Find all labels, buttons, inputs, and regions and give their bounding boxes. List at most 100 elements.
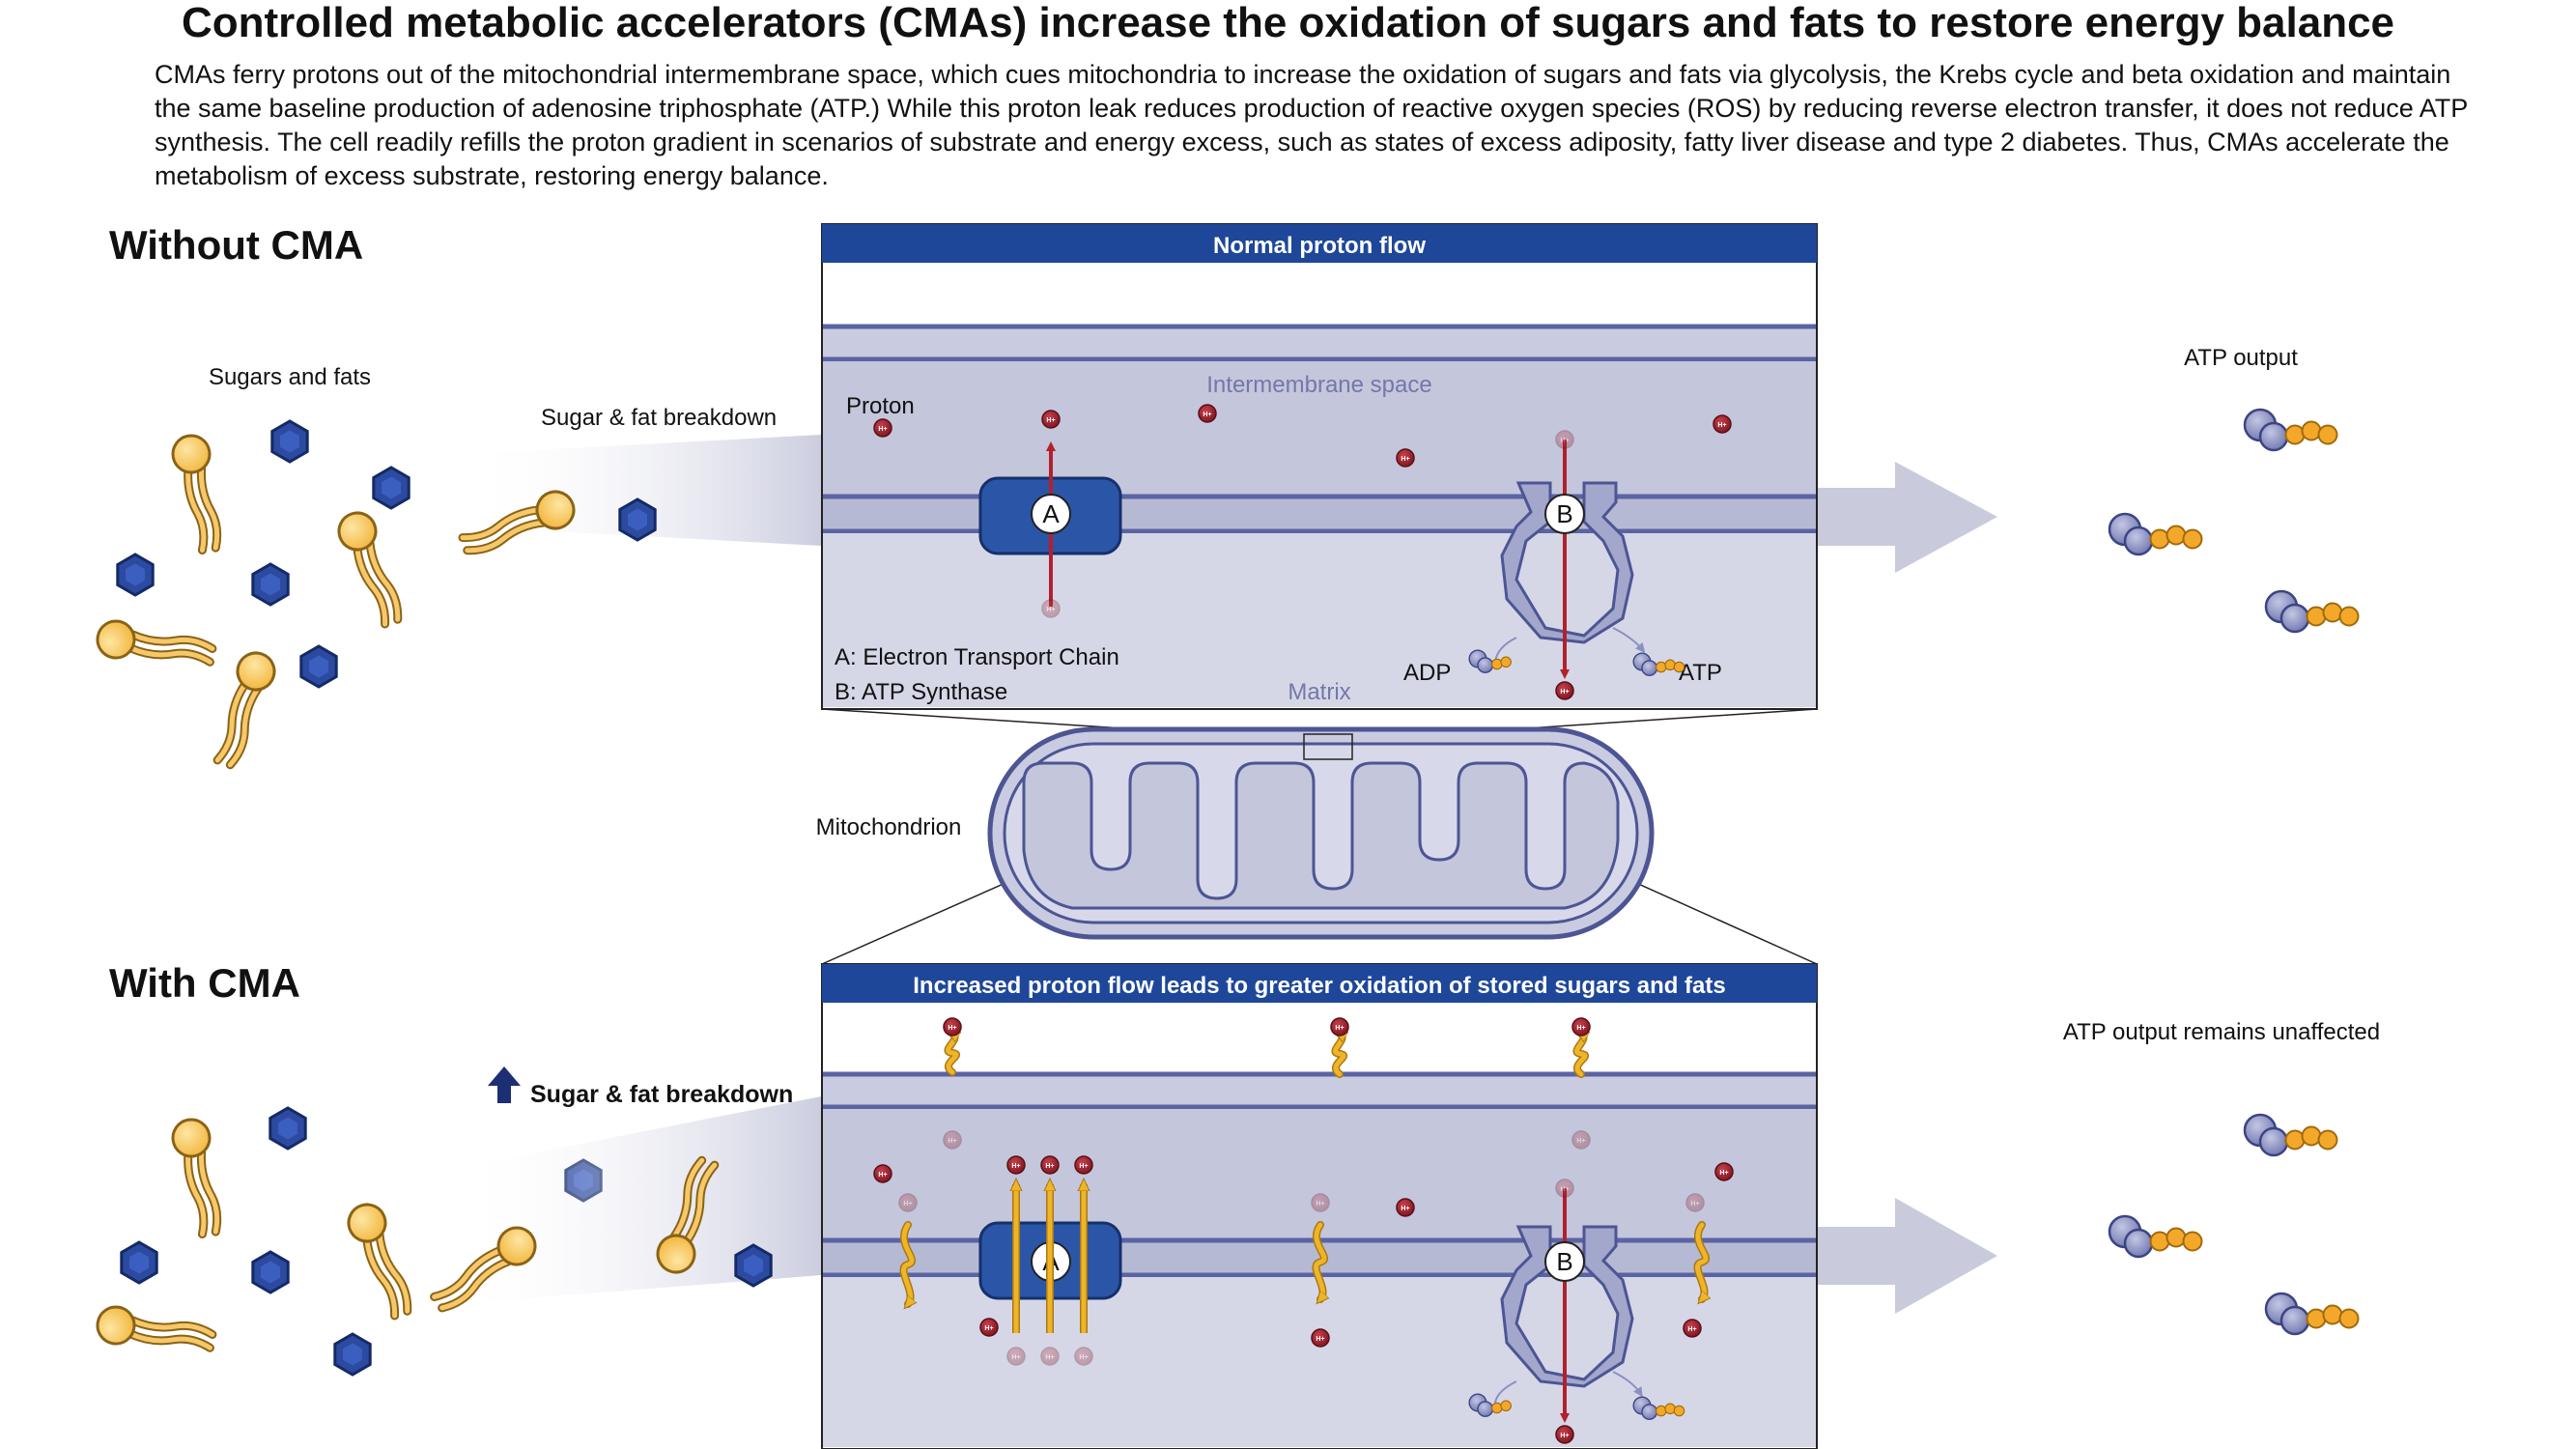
- fat-molecule-icon: [96, 619, 217, 667]
- cma-proton-carrier-icon: [1331, 1030, 1344, 1078]
- atp-molecule-icon: [2243, 1113, 2338, 1157]
- atp-molecule-icon: [2108, 512, 2203, 556]
- fat-molecule-icon: [656, 1155, 720, 1274]
- proton-icon: H+: [1713, 414, 1732, 434]
- atp-output-label: ATP output: [2184, 345, 2298, 371]
- proton-icon: H+: [1040, 1155, 1060, 1175]
- proton-icon: H+: [1041, 410, 1061, 429]
- proton-icon: H+: [1714, 1162, 1734, 1181]
- svg-text:H+: H+: [1560, 1186, 1569, 1193]
- fat-molecule-icon: [458, 490, 576, 555]
- proton-icon: H+: [898, 1193, 918, 1212]
- svg-text:H+: H+: [1560, 689, 1569, 696]
- proton-icon: H+: [1396, 448, 1415, 468]
- svg-text:H+: H+: [984, 1325, 993, 1332]
- proton-icon: H+: [1041, 599, 1061, 618]
- proton-icon: H+: [1006, 1347, 1026, 1366]
- page-title: Controlled metabolic accelerators (CMAs)…: [181, 0, 2395, 46]
- svg-text:H+: H+: [878, 1172, 887, 1179]
- cma-proton-carrier-icon: [1312, 1221, 1324, 1299]
- adp-label: ADP: [1403, 660, 1451, 686]
- fat-molecule-icon: [96, 1305, 217, 1352]
- svg-text:H+: H+: [1079, 1354, 1088, 1361]
- beam-items-bottom: [430, 1155, 773, 1313]
- proton-icon: H+: [1074, 1347, 1093, 1366]
- svg-text:H+: H+: [1576, 1138, 1585, 1145]
- svg-text:H+: H+: [1687, 1326, 1696, 1333]
- fat-molecule-icon: [430, 1226, 537, 1313]
- legend-etc: A: Electron Transport Chain: [835, 644, 1119, 670]
- svg-text:H+: H+: [1079, 1163, 1088, 1170]
- marker-a-top: A: [1042, 499, 1060, 528]
- svg-text:H+: H+: [1045, 1354, 1054, 1361]
- output-arrow-bottom: [1818, 1198, 1997, 1314]
- proton-icon: H+: [1006, 1155, 1026, 1175]
- svg-text:H+: H+: [1011, 1354, 1020, 1361]
- cma-proton-carrier-icon: [1693, 1221, 1706, 1299]
- proton-icon: H+: [1683, 1319, 1702, 1338]
- atp-molecule-icon: [1468, 1393, 1512, 1417]
- proton-icon: H+: [873, 418, 892, 438]
- panel-header-increased: Increased proton flow leads to greater o…: [913, 973, 1726, 999]
- atp-molecule-icon: [2264, 589, 2360, 634]
- atp-molecule-icon: [1468, 649, 1512, 673]
- matrix-label: Matrix: [1288, 679, 1350, 705]
- sugar-molecule-icon: [734, 1243, 773, 1288]
- svg-text:H+: H+: [1046, 607, 1055, 613]
- intro-paragraph: CMAs ferry protons out of the mitochondr…: [155, 60, 2468, 190]
- proton-icon: H+: [873, 1164, 892, 1183]
- atp-molecule-icon: [1632, 652, 1685, 676]
- section-label-with-cma: With CMA: [109, 960, 300, 1006]
- svg-text:H+: H+: [1717, 422, 1726, 429]
- protons-top: H+ H+ H+ H+ H+ H+ H+ H+: [873, 404, 1732, 700]
- fat-molecule-icon: [212, 651, 276, 770]
- sugars-fats-label: Sugars and fats: [209, 364, 371, 390]
- fat-molecule-icon: [171, 434, 222, 555]
- svg-text:H+: H+: [948, 1138, 956, 1145]
- intermembrane-label: Intermembrane space: [1206, 372, 1431, 398]
- proton-icon: H+: [1555, 681, 1574, 700]
- svg-text:H+: H+: [1690, 1201, 1699, 1208]
- breakdown-label-top: Sugar & fat breakdown: [541, 405, 777, 431]
- proton-icon: H+: [1555, 1425, 1574, 1444]
- mitochondrion: [987, 726, 1655, 940]
- svg-text:H+: H+: [1560, 438, 1569, 444]
- sugar-molecule-icon: [299, 644, 338, 689]
- proton-icon: H+: [1074, 1155, 1093, 1175]
- output-arrow-top: [1818, 462, 1997, 573]
- proton-icon: H+: [1040, 1347, 1060, 1366]
- sugar-molecule-icon: [251, 1250, 290, 1294]
- atp-synthase-top: B: [1494, 440, 1646, 679]
- legend-atp-synthase: B: ATP Synthase: [835, 679, 1007, 705]
- svg-text:H+: H+: [1560, 1433, 1569, 1439]
- svg-text:H+: H+: [1203, 412, 1211, 418]
- proton-icon: H+: [1555, 1179, 1574, 1198]
- breakdown-label-bottom: Sugar & fat breakdown: [530, 1081, 793, 1108]
- sugar-molecule-icon: [372, 466, 410, 510]
- svg-text:H+: H+: [1576, 1025, 1585, 1032]
- panel-header-normal: Normal proton flow: [1213, 233, 1426, 259]
- svg-text:H+: H+: [903, 1201, 912, 1208]
- marker-b-top: B: [1556, 499, 1572, 528]
- atp-molecule-icon: [2108, 1214, 2203, 1259]
- fat-molecule-icon: [347, 1203, 412, 1321]
- proton-icon: H+: [1685, 1193, 1705, 1212]
- sugar-molecule-icon: [120, 1240, 158, 1285]
- cma-proton-carrier-icon: [944, 1030, 956, 1076]
- proton-icon: H+: [1311, 1328, 1330, 1348]
- svg-text:H+: H+: [1011, 1163, 1020, 1170]
- svg-text:H+: H+: [1316, 1201, 1324, 1208]
- svg-text:H+: H+: [1045, 1163, 1054, 1170]
- fat-molecule-icon: [171, 1118, 222, 1239]
- proton-icon: H+: [1198, 404, 1217, 423]
- proton-icon: H+: [1571, 1017, 1591, 1037]
- cma-proton-carrier-icon: [1572, 1030, 1585, 1078]
- atp-output-unaffected-label: ATP output remains unaffected: [2063, 1019, 2380, 1045]
- atp-output-bottom: [2108, 1113, 2360, 1336]
- sugar-molecule-icon: [333, 1332, 372, 1377]
- proton-label: Proton: [846, 393, 915, 419]
- panel-normal-flow: Normal proton flow: [821, 223, 1818, 710]
- svg-text:H+: H+: [1335, 1025, 1344, 1032]
- svg-text:H+: H+: [878, 426, 887, 433]
